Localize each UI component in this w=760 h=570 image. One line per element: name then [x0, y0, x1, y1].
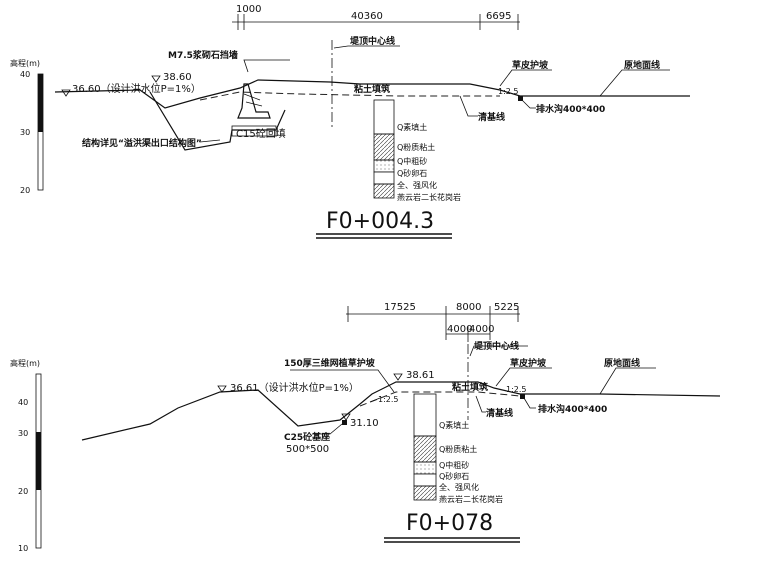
label-wall-top-elev: 38.60 [163, 72, 192, 83]
section-title-1: F0+004.3 [326, 209, 434, 234]
channel-profile-1 [149, 91, 286, 151]
svg-text:Q中粗砂: Q中粗砂 [397, 156, 427, 166]
svg-text:20: 20 [20, 186, 30, 195]
dim-6695: 6695 [486, 11, 511, 22]
section-title-2: F0+078 [406, 511, 493, 536]
svg-text:Q砂卵石: Q砂卵石 [439, 471, 469, 481]
svg-text:40: 40 [20, 70, 30, 79]
svg-text:Q中粗砂: Q中粗砂 [439, 460, 469, 470]
label-concrete-footing: C25砼基座 [284, 431, 330, 443]
svg-text:全、强风化: 全、强风化 [439, 482, 479, 492]
label-top-elev: 38.61 [406, 370, 435, 381]
dim-4000-b: 4000 [469, 324, 494, 335]
ground-profile-2 [81, 381, 721, 441]
elevation-marker-icon [151, 75, 161, 83]
label-slope-ratio-left: 1:2.5 [378, 395, 399, 404]
svg-text:全、强风化: 全、强风化 [397, 180, 437, 190]
dim-4000-a: 4000 [447, 324, 472, 335]
label-slope-protection: 150厚三维网植草护坡 [284, 357, 376, 369]
svg-text:30: 30 [20, 128, 30, 137]
label-clay-fill: 粘土填筑 [451, 381, 488, 393]
section-1: 1000 40360 6695 高程(m) 40 30 20 [10, 4, 690, 239]
label-flood-level: 36.60（设计洪水位P=1%） [72, 82, 201, 95]
dim-17525: 17525 [384, 302, 416, 313]
svg-text:30: 30 [18, 429, 28, 438]
dim-8000: 8000 [456, 302, 481, 313]
svg-text:10: 10 [18, 544, 28, 553]
label-drain-ditch: 排水沟400*400 [536, 103, 605, 115]
label-concrete-base: C15砼回填 [236, 127, 286, 140]
label-ground-line: 原地面线 [624, 59, 660, 71]
svg-text:20: 20 [18, 487, 28, 496]
svg-text:Q粉质粘土: Q粉质粘土 [439, 444, 477, 454]
drain-ditch-1 [518, 96, 523, 101]
label-grass-slope: 草皮护坡 [512, 59, 549, 71]
borehole-column-2: Q素填土 Q粉质粘土 Q中粗砂 Q砂卵石 全、强风化 燕云岩二长花岗岩 [413, 393, 503, 504]
concrete-base-1 [231, 125, 277, 137]
label-bottom-elev: 31.10 [350, 418, 379, 429]
retaining-wall-1 [237, 83, 271, 119]
scale-label: 高程(m) [10, 358, 40, 368]
scale-label: 高程(m) [10, 58, 40, 68]
label-clay-fill: 粘土填筑 [353, 83, 390, 95]
drain-ditch-2 [520, 394, 525, 399]
label-retaining-wall: M7.5浆砌石挡墙 [168, 49, 238, 61]
svg-text:40: 40 [18, 398, 28, 407]
dimension-line-2: 17525 8000 5225 4000 4000 [346, 302, 520, 342]
clearing-line-dashed-2 [359, 391, 521, 407]
label-structure-note: 结构详见“溢洪渠出口结构图” [82, 137, 202, 149]
label-clearing-line: 清基线 [478, 111, 505, 123]
svg-text:Q粉质粘土: Q粉质粘土 [397, 142, 435, 152]
water-level-icon [217, 385, 227, 393]
svg-text:燕云岩二长花岗岩: 燕云岩二长花岗岩 [439, 494, 503, 504]
label-footing-size: 500*500 [286, 444, 329, 455]
label-dike-center: 堤顶中心线 [350, 35, 395, 47]
section-2: 17525 8000 5225 4000 4000 高程(m) 40 30 20… [10, 302, 721, 553]
borehole-column-1: Q素填土 Q粉质粘土 Q中粗砂 Q砂卵石 全、强风化 燕云岩二长花岗岩 [373, 99, 461, 202]
dim-5225: 5225 [494, 302, 519, 313]
svg-text:燕云岩二长花岗岩: 燕云岩二长花岗岩 [397, 192, 461, 202]
label-clearing-line: 清基线 [486, 407, 513, 419]
label-ground-line: 原地面线 [604, 357, 640, 369]
svg-text:Q砂卵石: Q砂卵石 [397, 168, 427, 178]
label-slope-ratio: 1:2.5 [498, 87, 519, 96]
label-flood-level: 36.61（设计洪水位P=1%） [230, 381, 359, 394]
dim-40360: 40360 [351, 11, 383, 22]
label-drain-ditch: 排水沟400*400 [538, 403, 607, 415]
water-level-icon [61, 89, 71, 97]
concrete-footing-2 [342, 420, 347, 425]
label-grass-slope: 草皮护坡 [510, 357, 547, 369]
svg-text:Q素填土: Q素填土 [397, 122, 427, 132]
label-slope-ratio-right: 1:2.5 [506, 385, 527, 394]
label-dike-center: 堤顶中心线 [474, 340, 519, 352]
elevation-marker-icon-bottom [341, 413, 351, 421]
dimension-line-1: 1000 40360 6695 [232, 4, 520, 30]
dim-1000: 1000 [236, 4, 261, 15]
elevation-scale-2: 高程(m) 40 30 20 10 [10, 358, 42, 553]
svg-text:Q素填土: Q素填土 [439, 420, 469, 430]
clearing-line-dashed-1 [199, 91, 500, 101]
elevation-scale-1: 高程(m) 40 30 20 [10, 58, 44, 195]
elevation-marker-icon [393, 373, 403, 381]
